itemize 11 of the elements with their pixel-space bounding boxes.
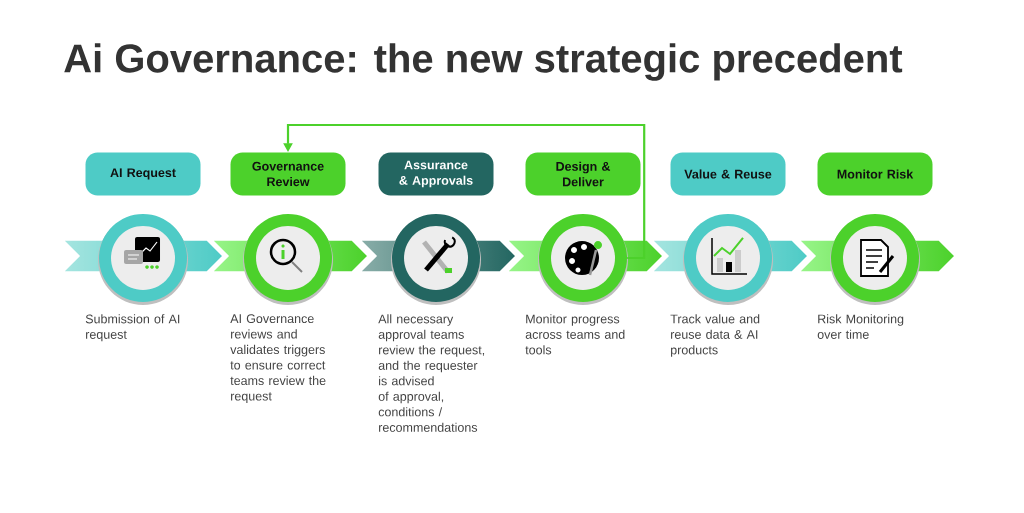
step-pill: AI Request xyxy=(85,152,201,196)
step-circle xyxy=(391,214,481,305)
title: Ai Governance: the new strategic precedent xyxy=(64,43,903,81)
step-circle xyxy=(243,214,333,305)
step-pill: Design & Deliver xyxy=(525,152,641,196)
step-pill: Assurance & Approvals xyxy=(378,152,494,196)
step-pill: Value & Reuse xyxy=(670,152,786,196)
feedback-arrow xyxy=(283,123,646,260)
step-circle xyxy=(683,214,773,305)
step-pill: Governance Review xyxy=(230,152,346,196)
step-pill: Monitor Risk xyxy=(817,152,933,196)
